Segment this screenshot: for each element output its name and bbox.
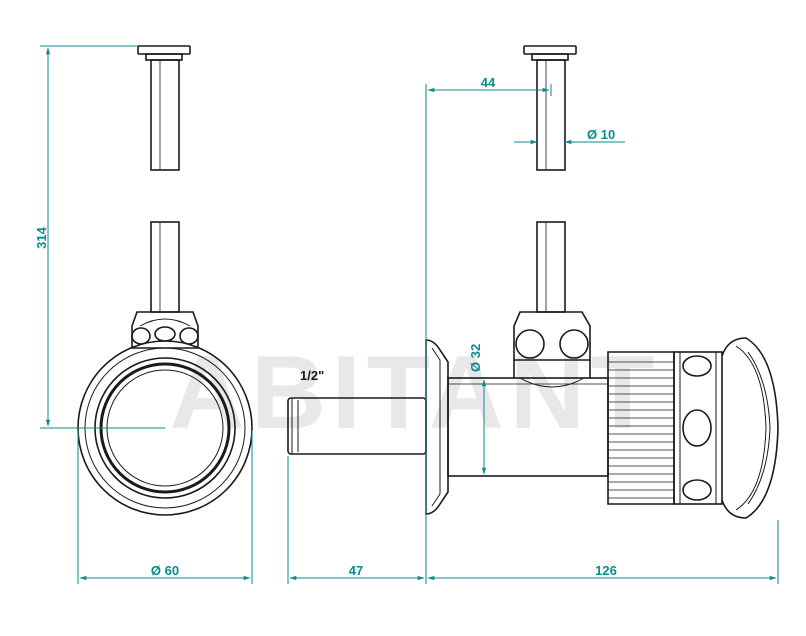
left-pipe-lower: [150, 221, 180, 313]
thread-label: 1/2": [300, 368, 324, 383]
dimension-height: [40, 45, 165, 429]
left-pipe-collar: [145, 53, 183, 61]
right-pipe-lower: [536, 221, 566, 313]
left-view: [77, 45, 253, 516]
right-pipe-cap: [523, 45, 577, 55]
right-pipe-upper: [536, 59, 566, 171]
dimension-height-label: 314: [34, 226, 49, 248]
dimension-stem-length-label: 47: [349, 563, 363, 578]
dimension-pipe-diameter-label: Ø 10: [587, 127, 615, 142]
wall-flange: [425, 339, 449, 515]
left-pipe-upper: [150, 59, 180, 171]
handle-end-cap: [721, 337, 779, 519]
knurl-lines: [608, 361, 674, 499]
dimension-offset-label: 44: [481, 75, 496, 90]
dimension-body-diameter-label: Ø 32: [468, 344, 483, 372]
dimension-diameter-60-label: Ø 60: [151, 563, 179, 578]
dimension-lines-right: [287, 84, 779, 584]
left-pipe-cap: [137, 45, 191, 55]
watermark: ABITANT: [170, 335, 661, 451]
handle-drum: [673, 351, 723, 505]
dimension-diameter-60: [77, 430, 253, 584]
dimension-body-length-label: 126: [595, 563, 617, 578]
